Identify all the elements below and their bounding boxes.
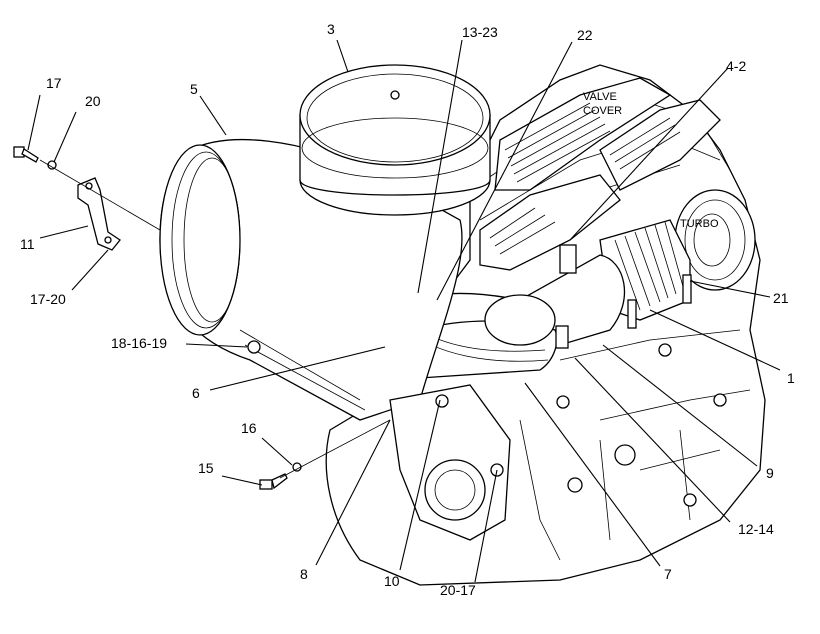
turbo-label: TURBO [680,218,719,230]
callout-8: 8 [300,566,308,582]
bracket-assembly [13,146,161,251]
callout-17: 17 [46,75,62,91]
callout-20-17: 20-17 [440,582,476,598]
callout-1: 1 [787,370,795,386]
callout-5: 5 [190,81,198,97]
callout-22: 22 [577,27,593,43]
callout-20: 20 [85,93,101,109]
callout-9: 9 [766,465,774,481]
callout-7: 7 [664,566,672,582]
callout-3: 3 [327,21,335,37]
air-cleaner-cover [299,64,491,216]
valve-cover: VALVE COVER [479,77,721,271]
callout-11: 11 [20,236,35,252]
callout-17-20: 17-20 [30,291,66,307]
callout-13-23: 13-23 [462,24,498,40]
callout-21: 21 [773,290,789,306]
callout-6: 6 [192,385,200,401]
leader-lines [27,39,781,583]
callout-10: 10 [384,573,400,589]
air-tube [394,244,626,379]
callout-labels: 3 13-23 22 4-2 17 20 5 11 17-20 21 18-16… [20,21,795,598]
valve-cover-label-line2: COVER [583,105,622,117]
callout-16: 16 [241,420,257,436]
valve-cover-label-line1: VALVE [583,91,617,103]
callout-18-16-19: 18-16-19 [111,335,167,351]
callout-15: 15 [198,460,214,476]
callout-4-2: 4-2 [726,58,746,74]
callout-12-14: 12-14 [738,521,774,537]
